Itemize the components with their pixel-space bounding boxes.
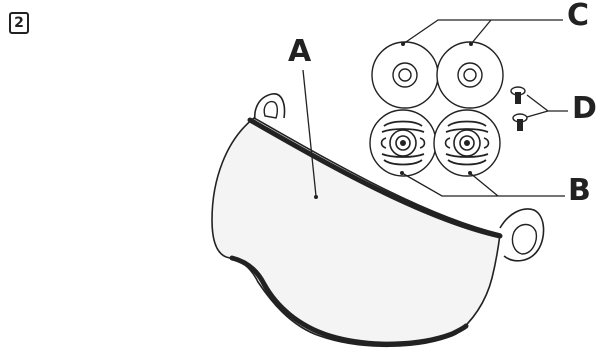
visor-top-rim (247, 117, 503, 239)
callout-d-screw: D (572, 91, 597, 126)
step-number-badge: 2 (9, 12, 29, 34)
leader-d (526, 94, 568, 118)
visor-right-tab-slot (511, 223, 538, 255)
leader-b (401, 172, 565, 197)
callout-a-visor: A (288, 34, 312, 69)
callout-b-mechanism: B (568, 173, 591, 208)
leader-lines (302, 19, 568, 199)
pivot-disc-plain-left (371, 41, 439, 109)
leader-a (302, 69, 317, 197)
callout-c-disc: C (567, 0, 590, 33)
pivot-mechanism-right (433, 109, 501, 177)
visor-left-tab-slot (263, 100, 279, 119)
pivot-disc-plain-right (436, 41, 504, 109)
screw-bottom (512, 113, 528, 131)
visor-bottom-trim (229, 255, 469, 347)
step-number: 2 (14, 15, 24, 31)
screw-top (510, 86, 526, 104)
leader-c (402, 19, 563, 45)
pivot-mechanism-left (369, 109, 437, 177)
visor-left-tab (254, 93, 286, 131)
visor-lens (211, 93, 545, 348)
